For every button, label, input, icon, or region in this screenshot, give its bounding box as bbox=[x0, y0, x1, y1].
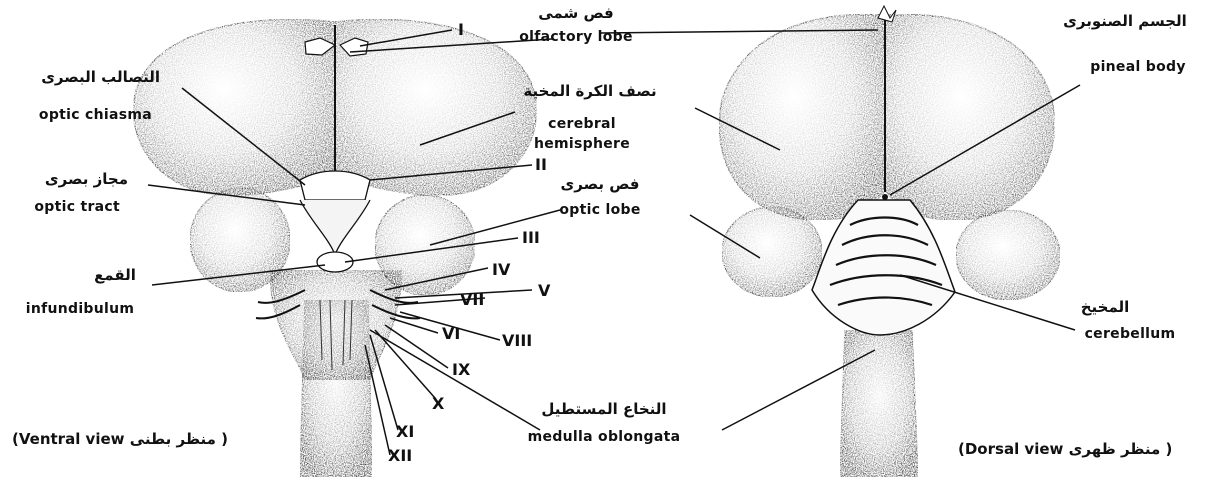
ventral-view-caption: (Ventral view منظر بطنى ) bbox=[12, 432, 228, 447]
medulla-label-ar: النخاع المستطيل bbox=[541, 402, 666, 417]
optic-lobe-label-ar: فص بصرى bbox=[561, 177, 640, 192]
nerve-label-3: III bbox=[522, 230, 540, 246]
dorsal-hemisphere-right bbox=[885, 14, 1054, 220]
dorsal-caption-close: ) bbox=[1166, 440, 1173, 458]
infundibulum-label-ar: القمع bbox=[94, 268, 136, 283]
dorsal-caption-ar: منظر ظهرى bbox=[1069, 440, 1161, 458]
nerve-label-12: XII bbox=[388, 448, 412, 464]
optic-chiasma-label-en: optic chiasma bbox=[39, 108, 152, 122]
ventral-caption-close: ) bbox=[221, 430, 228, 448]
ventral-caption-ar: منظر بطنى bbox=[130, 430, 216, 448]
nerve-label-5: V bbox=[538, 283, 550, 299]
dorsal-caption-en: Dorsal view bbox=[965, 440, 1064, 458]
dorsal-brain-drawing bbox=[719, 6, 1060, 477]
nerve-label-10: X bbox=[432, 396, 444, 412]
ventral-brain-drawing bbox=[134, 19, 537, 477]
dorsal-caption-open: ( bbox=[958, 440, 965, 458]
nerve-label-11: XI bbox=[396, 424, 414, 440]
ventral-caption-open: ( bbox=[12, 430, 19, 448]
nerve-label-8: VIII bbox=[502, 333, 532, 349]
cerebral-hemisphere-label-en1: cerebral bbox=[548, 117, 616, 131]
nerve-label-6: VI bbox=[442, 326, 460, 342]
medulla-label-en: medulla oblongata bbox=[528, 430, 681, 444]
nerve-label-9: IX bbox=[452, 362, 470, 378]
nerve-label-4: IV bbox=[492, 262, 510, 278]
cerebellum-label-ar: المخيخ bbox=[1081, 300, 1130, 315]
cerebral-hemisphere-label-ar: نصف الكرة المخية bbox=[523, 84, 656, 99]
nerve-label-2: II bbox=[535, 157, 547, 173]
ventral-optic-lobe-right bbox=[375, 195, 475, 295]
ventral-brainstem-shape bbox=[270, 270, 402, 380]
optic-tract-label-ar: مجاز بصرى bbox=[45, 172, 128, 187]
olfactory-lobe-label-ar: فص شمى bbox=[538, 6, 614, 21]
ventral-optic-chiasma-shape bbox=[300, 171, 370, 200]
ventral-optic-lobe-left bbox=[190, 188, 290, 292]
pineal-body-label-en: pineal body bbox=[1090, 60, 1186, 74]
pineal-body-label-ar: الجسم الصنوبرى bbox=[1063, 14, 1187, 29]
dorsal-cerebellum-shape bbox=[812, 200, 955, 335]
olfactory-lobe-label-en: olfactory lobe bbox=[519, 30, 633, 44]
dorsal-optic-lobe-left bbox=[722, 207, 822, 297]
ventral-caption-en: Ventral view bbox=[19, 430, 125, 448]
dorsal-optic-lobe-right bbox=[956, 210, 1060, 300]
dorsal-view-caption: (Dorsal view منظر ظهرى ) bbox=[958, 442, 1172, 457]
nerve-label-7: VII bbox=[460, 292, 484, 308]
cerebellum-label-en: cerebellum bbox=[1085, 327, 1176, 341]
dorsal-medulla-shape bbox=[840, 330, 918, 477]
cerebral-hemisphere-label-en2: hemisphere bbox=[534, 137, 630, 151]
infundibulum-label-en: infundibulum bbox=[26, 302, 135, 316]
nerve-label-1: I bbox=[458, 22, 464, 38]
optic-lobe-label-en: optic lobe bbox=[559, 203, 640, 217]
dorsal-hemisphere-left bbox=[719, 14, 885, 220]
optic-chiasma-label-ar: التصالب البصرى bbox=[41, 70, 160, 85]
optic-tract-label-en: optic tract bbox=[34, 200, 120, 214]
